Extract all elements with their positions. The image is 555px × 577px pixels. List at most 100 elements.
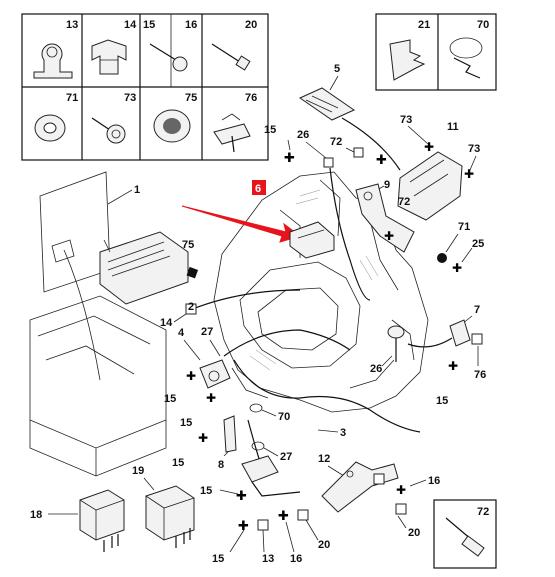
speed-sensor-part xyxy=(289,221,335,259)
legend-label-76: 76 xyxy=(245,92,257,104)
legend-label-70: 70 xyxy=(477,19,489,31)
fastener-plus-15e: ✚ xyxy=(238,518,249,533)
p-clip-icon xyxy=(33,43,73,79)
fastener-x-15a: ✚ xyxy=(186,369,196,383)
connector-7 xyxy=(407,319,471,348)
fastener-x-72a: ✚ xyxy=(424,140,434,154)
callout-8: 8 xyxy=(218,459,224,471)
mount-bracket-9 xyxy=(355,183,415,253)
fastener-x-15b: ✚ xyxy=(206,391,216,405)
callout-26-lower: 27 xyxy=(280,451,292,463)
fastener-plus-16: ✚ xyxy=(278,508,289,523)
callout-70-top: 26 xyxy=(297,129,309,141)
callout-26-left: 27 xyxy=(201,326,213,338)
marker-square-70 xyxy=(323,157,334,168)
wiring-bracket-11 xyxy=(397,151,463,221)
callout-75: 75 xyxy=(182,239,194,251)
callout-20: 25 xyxy=(472,238,484,250)
callout-73-top: 72 xyxy=(330,136,342,148)
o-ring-26 xyxy=(251,441,265,451)
legend-label-20: 20 xyxy=(245,19,257,31)
callout-12: 12 xyxy=(318,453,330,465)
marker-square-73 xyxy=(353,147,364,158)
bolt-icon xyxy=(445,517,485,557)
sensor-25 xyxy=(387,325,405,362)
callout-3: 3 xyxy=(340,427,346,439)
marker-square-13 xyxy=(257,519,269,531)
legend-label-71: 71 xyxy=(66,92,78,104)
marker-square-21b xyxy=(297,509,309,521)
callout-7: 7 xyxy=(474,304,480,316)
flange-bolt-icon xyxy=(91,117,126,144)
stud-bolt-icon xyxy=(211,43,251,71)
washer-marker-71 xyxy=(437,253,447,263)
transmission-housing xyxy=(213,171,429,413)
grommet-marker xyxy=(186,266,199,279)
sensor-bottom xyxy=(241,455,301,497)
callout-21-lower: 20 xyxy=(318,539,330,551)
fastener-x-72b: ✚ xyxy=(464,167,474,181)
legend-label-14: 14 xyxy=(124,19,137,31)
callout-15-c: 15 xyxy=(172,457,184,469)
legend-grid-left xyxy=(21,13,269,161)
relay-19 xyxy=(145,485,195,548)
callout-15-top: 15 xyxy=(264,124,276,136)
callout-14: 14 xyxy=(160,317,173,329)
fastener-x-15c: ✚ xyxy=(198,431,208,445)
callout-27: 70 xyxy=(278,411,290,423)
callout-73-side: 72 xyxy=(398,196,410,208)
fastener-plus-73: ✚ xyxy=(376,152,387,167)
sensor-8 xyxy=(223,415,237,453)
marker-square-16 xyxy=(373,473,385,485)
screw-icon xyxy=(149,43,188,72)
fastener-plus-15-top: ✚ xyxy=(284,150,295,165)
callout-25: 26 xyxy=(370,363,382,375)
wiring-harness-2 xyxy=(189,117,421,469)
callout-15-right: 15 xyxy=(436,395,448,407)
callout-13: 13 xyxy=(262,553,274,565)
callout-21-bottom: 20 xyxy=(408,527,420,539)
fastener-x-15r: ✚ xyxy=(448,359,458,373)
callout-15-e: 15 xyxy=(212,553,224,565)
callout-16-bottom: 16 xyxy=(290,553,302,565)
marker-square-21 xyxy=(395,503,407,515)
legend-label-21: 21 xyxy=(418,19,430,31)
marker-square-14 xyxy=(185,303,197,315)
legend-label-15: 15 xyxy=(143,19,155,31)
callout-72-top: 73 xyxy=(400,114,412,126)
cable-tie-icon xyxy=(449,37,483,79)
callout-19: 19 xyxy=(132,465,144,477)
callout-15-b: 15 xyxy=(180,417,192,429)
legend-label-13: 13 xyxy=(66,19,78,31)
callout-1: 1 xyxy=(134,184,140,196)
legend-label-75: 75 xyxy=(185,92,197,104)
o-ring-27 xyxy=(249,403,263,413)
connector-bracket-5 xyxy=(298,87,356,121)
grommet-icon xyxy=(153,109,191,143)
callout-76: 76 xyxy=(474,369,486,381)
callout-16-right: 16 xyxy=(428,475,440,487)
fastener-plus-15d: ✚ xyxy=(236,488,247,503)
fastener-x-20: ✚ xyxy=(452,261,462,275)
connector-4 xyxy=(199,359,231,389)
marker-square-76 xyxy=(471,333,483,345)
battery-tray xyxy=(29,295,167,477)
legend-grid-right xyxy=(375,13,497,91)
legend-label-73: 73 xyxy=(124,92,136,104)
callout-18: 18 xyxy=(30,509,42,521)
callout-11: 11 xyxy=(447,121,459,133)
highlight-label: 6 xyxy=(255,183,261,195)
fastener-x-73: ✚ xyxy=(384,229,394,243)
highlight-label-box xyxy=(252,180,266,195)
legend-label-16: 16 xyxy=(185,19,197,31)
callout-4: 4 xyxy=(178,327,185,339)
legend-label-72: 72 xyxy=(477,506,489,518)
callout-15-d: 15 xyxy=(200,485,212,497)
legend-grid-bottom-right xyxy=(433,499,497,569)
washer-icon xyxy=(34,114,66,142)
ecu-unit xyxy=(99,231,189,305)
fir-tree-clip-icon xyxy=(389,39,426,81)
housing-shading xyxy=(249,189,379,371)
callout-5: 5 xyxy=(334,63,340,75)
